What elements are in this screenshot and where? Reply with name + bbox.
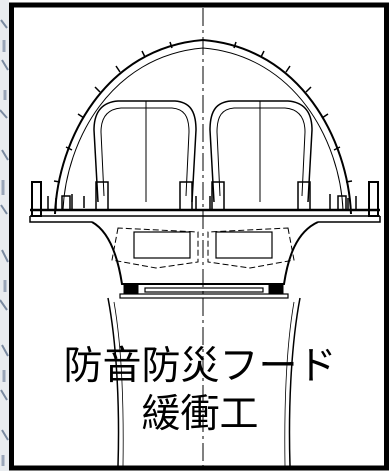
pier xyxy=(107,297,301,467)
bearing xyxy=(119,284,289,299)
vehicle-right xyxy=(209,100,313,211)
vehicle-left xyxy=(93,100,197,211)
deck-slab xyxy=(29,181,381,223)
caption-line-2: 緩衝工 xyxy=(141,392,259,437)
image-frame xyxy=(9,2,389,471)
box-girder xyxy=(91,221,319,285)
caption-line-1: 防音防災フード xyxy=(63,344,337,389)
hood-dome xyxy=(53,38,353,215)
left-edge-texture xyxy=(0,0,9,471)
